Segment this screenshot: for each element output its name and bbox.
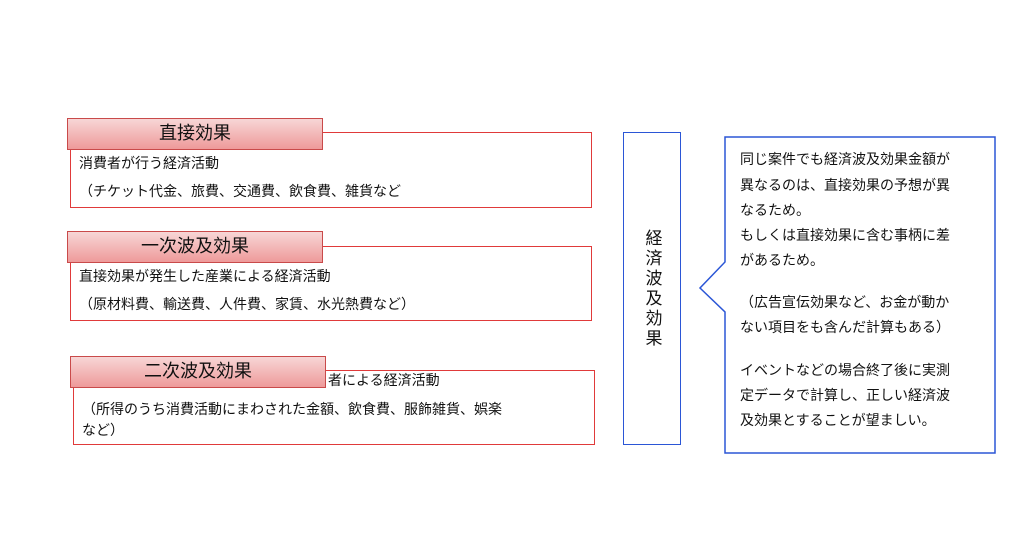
callout-line-2: 異なるのは、直接効果の予想が異 — [740, 178, 950, 194]
callout-line-8: ない項目をも含んだ計算もある） — [740, 320, 950, 336]
callout-line-4: もしくは直接効果に含む事柄に差 — [740, 228, 950, 244]
callout-border — [698, 136, 996, 454]
primary-effect-label: 一次波及効果 — [67, 231, 323, 263]
callout-line-1: 同じ案件でも経済波及効果金額が — [740, 152, 950, 168]
economic-ripple-effect-box: 経済波及効果 — [623, 132, 681, 445]
primary-effect-line2: （原材料費、輸送費、人件費、家賃、水光熱費など） — [79, 297, 415, 313]
callout-line-12: 及効果とすることが望ましい。 — [740, 413, 936, 429]
callout-line-10: イベントなどの場合終了後に実測 — [740, 363, 950, 379]
callout-line-7: （広告宣伝効果など、お金が動か — [740, 295, 950, 311]
secondary-effect-line1: 者による経済活動 — [328, 373, 440, 389]
callout-line-5: があるため。 — [740, 253, 824, 269]
economic-ripple-effect-label: 経済波及効果 — [641, 228, 662, 349]
secondary-effect-line2: （所得のうち消費活動にまわされた金額、飲食費、服飾雑貨、娯楽 — [82, 402, 502, 418]
callout-line-11: 定データで計算し、正しい経済波 — [740, 388, 950, 404]
direct-effect-line1: 消費者が行う経済活動 — [79, 156, 219, 172]
direct-effect-label: 直接効果 — [67, 118, 323, 150]
secondary-effect-line3: など） — [82, 423, 124, 439]
secondary-effect-label: 二次波及効果 — [70, 356, 326, 388]
primary-effect-line1: 直接効果が発生した産業による経済活動 — [79, 269, 331, 285]
direct-effect-line2: （チケット代金、旅費、交通費、飲食費、雑貨など — [79, 184, 401, 200]
callout-line-3: なるため。 — [740, 203, 810, 219]
